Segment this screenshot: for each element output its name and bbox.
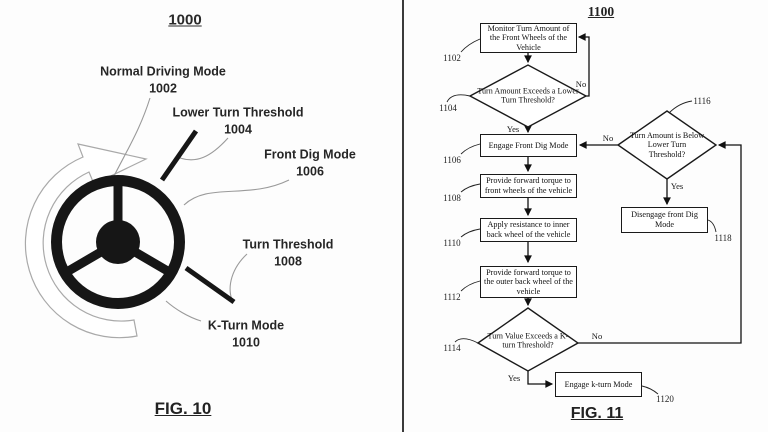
ref-1120: 1120 <box>656 394 674 404</box>
ref-1106: 1106 <box>443 155 461 165</box>
label-turn-threshold: Turn Threshold 1008 <box>243 237 334 270</box>
panel-divider-line <box>402 0 404 432</box>
steering-wheel-drawing <box>24 97 290 339</box>
label-text: K-Turn Mode <box>207 318 285 333</box>
label-ref: 1008 <box>274 254 302 268</box>
edge-label-yes-1114: Yes <box>507 373 521 383</box>
label-ref: 1010 <box>232 335 260 349</box>
label-ref: 1002 <box>149 81 177 95</box>
ref-1118: 1118 <box>714 233 732 243</box>
node-text: Engage Front Dig Mode <box>488 140 569 150</box>
node-text: Provide forward torque to front wheels o… <box>484 176 573 195</box>
decision-diamonds <box>468 64 718 372</box>
node-text: Engage k-turn Mode <box>564 379 633 389</box>
label-text: Lower Turn Threshold <box>172 105 304 120</box>
node-text: Provide forward torque to the outer back… <box>484 267 573 296</box>
diamond-text-exceeds-lower: Turn Amount Exceeds a Lower Turn Thresho… <box>477 86 579 105</box>
label-text: Turn Threshold <box>242 237 334 252</box>
edge-label-no-1116: No <box>602 133 614 143</box>
diamond-text-exceeds-kturn: Turn Value Exceeds a K-turn Threshold? <box>487 331 569 350</box>
label-normal-driving-mode: Normal Driving Mode 1002 <box>100 64 226 97</box>
node-text: Disengage front Dig Mode <box>631 210 698 229</box>
fig10-panel: 1000 Normal Driving Mode 1002 Lower Turn… <box>24 11 356 418</box>
label-k-turn-mode: K-Turn Mode 1010 <box>208 318 284 351</box>
diamond-1104 <box>468 64 588 128</box>
node-text: Monitor Turn Amount of the Front Wheels … <box>487 23 570 52</box>
fig10-reference-number: 1000 <box>168 11 202 29</box>
diamond-1114 <box>476 307 580 372</box>
edge-label-yes-1116: Yes <box>670 181 684 191</box>
ref-1114: 1114 <box>443 343 461 353</box>
label-ref: 1004 <box>224 122 252 136</box>
fig11-reference-number: 1100 <box>587 4 615 19</box>
label-leader-lines <box>112 97 290 322</box>
ref-leader-hooks <box>446 38 717 395</box>
label-lower-turn-threshold: Lower Turn Threshold 1004 <box>172 105 303 138</box>
node-forward-torque-outer-back: Provide forward torque to the outer back… <box>480 266 577 298</box>
edge-label-no-1114: No <box>591 331 603 341</box>
threshold-tick-marks <box>159 129 236 305</box>
node-engage-k-turn: Engage k-turn Mode <box>555 372 642 397</box>
rotation-arc-arrow-icon <box>24 143 148 339</box>
diamond-text-below-lower: Turn Amount is Below Lower Turn Threshol… <box>629 131 705 159</box>
node-engage-front-dig: Engage Front Dig Mode <box>480 134 577 157</box>
ref-1116: 1116 <box>693 96 711 106</box>
label-text: Normal Driving Mode <box>100 64 226 79</box>
ref-1112: 1112 <box>443 292 461 302</box>
ref-1108: 1108 <box>443 193 461 203</box>
node-text: Apply resistance to inner back wheel of … <box>486 220 571 239</box>
node-monitor-turn-amount: Monitor Turn Amount of the Front Wheels … <box>480 23 577 53</box>
ref-1110: 1110 <box>443 238 461 248</box>
fig10-caption: FIG. 10 <box>154 399 212 418</box>
ref-1104: 1104 <box>439 103 457 113</box>
fig11-panel: 1100 Monitor Turn Amount of the Front Wh… <box>402 0 768 432</box>
label-text: Front Dig Mode <box>264 147 356 162</box>
fig11-caption: FIG. 11 <box>570 405 624 422</box>
node-disengage-front-dig: Disengage front Dig Mode <box>621 207 708 233</box>
steering-wheel-icon <box>51 175 185 309</box>
edge-label-yes-1104: Yes <box>506 124 520 134</box>
node-forward-torque-front: Provide forward torque to front wheels o… <box>480 174 577 198</box>
ref-1102: 1102 <box>443 53 461 63</box>
edge-label-no-1104: No <box>575 79 587 89</box>
label-ref: 1006 <box>296 164 324 178</box>
label-front-dig-mode: Front Dig Mode 1006 <box>264 147 356 180</box>
node-resist-inner-back: Apply resistance to inner back wheel of … <box>480 218 577 242</box>
diamond-1116 <box>616 110 718 180</box>
